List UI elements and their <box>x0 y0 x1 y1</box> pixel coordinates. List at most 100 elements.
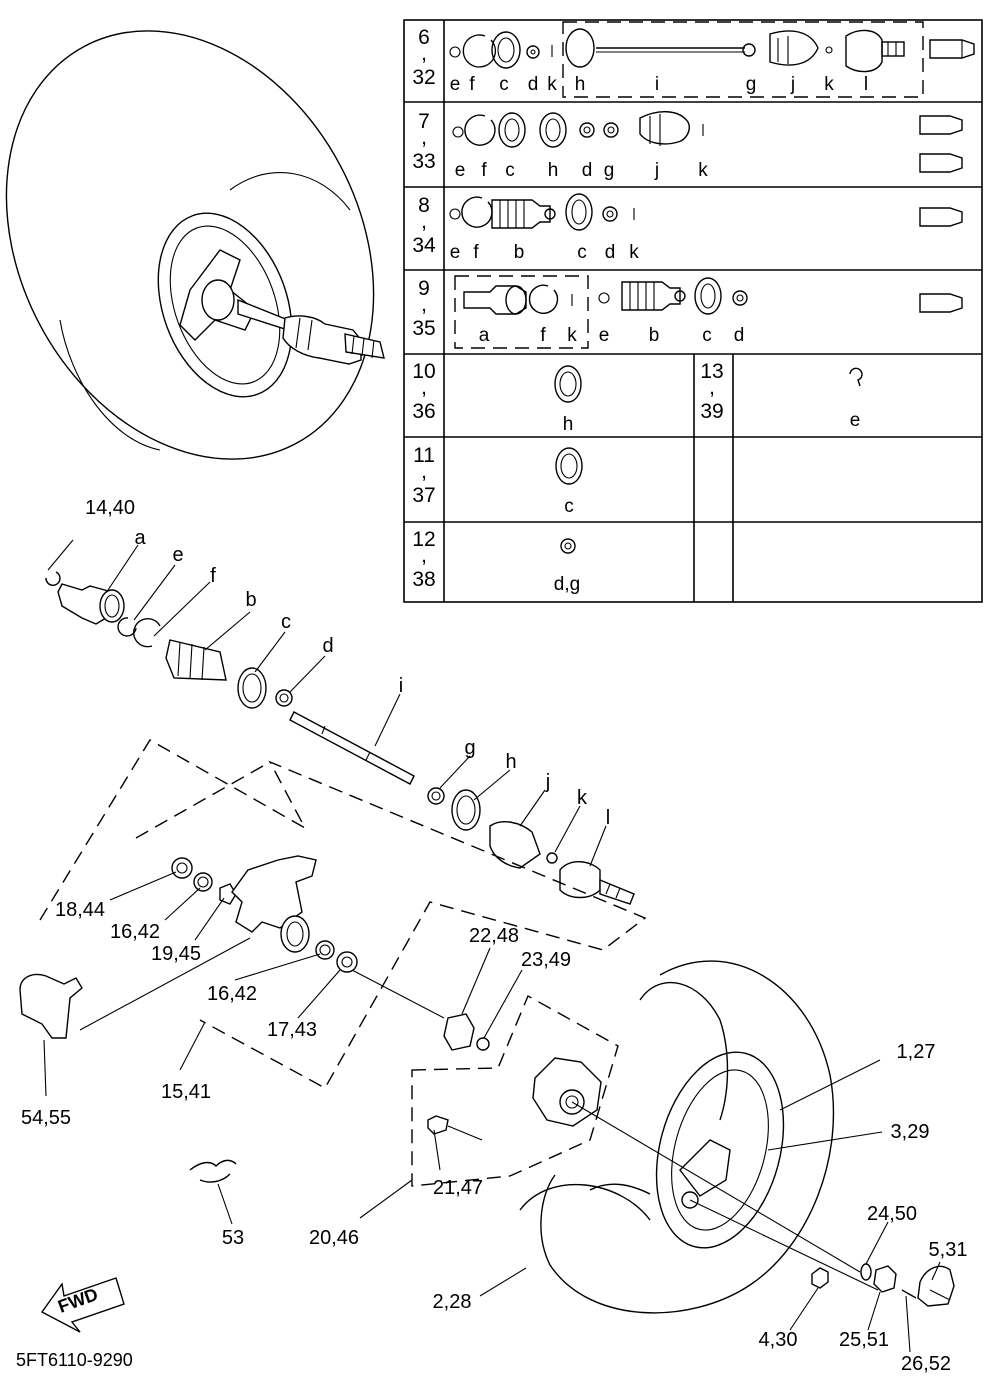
callout-16-42-b: 16,42 <box>207 983 257 1005</box>
callout-14-40: 14,40 <box>85 497 135 519</box>
svg-text:d: d <box>734 325 745 346</box>
callout-21-47: 21,47 <box>433 1177 483 1199</box>
svg-text:j: j <box>654 160 659 181</box>
part-23-49-oring <box>476 1037 490 1051</box>
callout-15-41: 15,41 <box>161 1081 211 1103</box>
diagram-code: 5FT6110-9290 <box>16 1350 133 1370</box>
svg-text:,: , <box>421 126 427 149</box>
part-b-boot <box>165 639 227 681</box>
svg-text:j: j <box>790 74 795 95</box>
callout-16-42-a: 16,42 <box>110 921 160 943</box>
callout-54-55: 54,55 <box>21 1107 71 1129</box>
svg-text:7: 7 <box>418 110 430 133</box>
part-d-band <box>275 689 293 707</box>
callout-25-51: 25,51 <box>839 1329 889 1351</box>
svg-text:b: b <box>649 325 660 346</box>
part-53-clip <box>189 1159 237 1225</box>
svg-text:c: c <box>499 74 509 95</box>
callout-3-29: 3,29 <box>891 1121 930 1143</box>
svg-text:c: c <box>564 496 574 517</box>
part-l-inner-joint <box>559 861 601 899</box>
part-14-40-circlip <box>45 571 61 586</box>
svg-text:h: h <box>575 74 586 95</box>
svg-text:34: 34 <box>412 234 436 257</box>
part-4-30-nut <box>811 1267 829 1289</box>
kit-row-8-34: 8 , 34 e f b c d k <box>412 193 963 263</box>
svg-text:g: g <box>604 160 615 181</box>
svg-text:,: , <box>421 210 427 233</box>
svg-text:e: e <box>450 242 461 263</box>
callout-19-45: 19,45 <box>151 943 201 965</box>
callout-d: d <box>322 635 333 657</box>
svg-text:10: 10 <box>412 360 435 383</box>
svg-text:l: l <box>864 74 868 95</box>
kit-table: 6 , 32 e f c d k h i <box>403 19 983 603</box>
svg-text:,: , <box>421 460 427 483</box>
kit-row-11-37: 11 , 37 c <box>412 444 583 517</box>
part-18-44-seal <box>171 857 193 879</box>
svg-text:d: d <box>528 74 539 95</box>
callout-23-49: 23,49 <box>521 949 571 971</box>
svg-text:12: 12 <box>412 528 435 551</box>
svg-text:k: k <box>629 242 639 263</box>
kit-row-7-33: 7 , 33 e f c h d g j k <box>412 110 963 181</box>
svg-text:k: k <box>824 74 834 95</box>
callout-c: c <box>281 611 291 633</box>
svg-text:c: c <box>702 325 712 346</box>
part-24-50-washer <box>860 1263 872 1281</box>
svg-text:a: a <box>479 325 490 346</box>
kit-row-9-35: 9 , 35 a f k e b c d <box>412 275 963 349</box>
svg-text:i: i <box>655 74 659 95</box>
svg-text:13: 13 <box>700 360 723 383</box>
callout-i: i <box>399 675 403 697</box>
callout-24-50: 24,50 <box>867 1203 917 1225</box>
svg-text:37: 37 <box>412 484 435 507</box>
knuckle-group <box>19 739 647 1097</box>
callout-17-43: 17,43 <box>267 1019 317 1041</box>
svg-text:k: k <box>567 325 577 346</box>
part-26-52-pin <box>901 1289 917 1299</box>
svg-text:e: e <box>599 325 610 346</box>
wheel-and-tire <box>479 960 955 1353</box>
part-25-51-nut <box>873 1265 897 1293</box>
fwd-arrow: FWD <box>40 1277 125 1333</box>
svg-text:39: 39 <box>700 400 723 423</box>
part-f-ring <box>133 617 161 648</box>
part-22-48-collar <box>443 1013 475 1051</box>
callout-22-48: 22,48 <box>469 925 519 947</box>
part-16-42-bearing-2 <box>315 940 335 960</box>
svg-text:,: , <box>421 376 427 399</box>
part-h-band <box>451 789 481 831</box>
callout-2-28: 2,28 <box>433 1291 472 1313</box>
callout-1-27: 1,27 <box>897 1041 936 1063</box>
part-16-42-bearing <box>193 872 213 892</box>
svg-text:e: e <box>850 410 861 431</box>
part-j-boot <box>489 821 541 869</box>
callout-5-31: 5,31 <box>929 1239 968 1261</box>
svg-text:c: c <box>577 242 587 263</box>
svg-text:36: 36 <box>412 400 435 423</box>
callout-b: b <box>245 589 256 611</box>
part-17-43-seal <box>336 951 358 973</box>
part-g-band <box>427 787 445 805</box>
callout-18-44: 18,44 <box>55 899 105 921</box>
svg-text:c: c <box>505 160 515 181</box>
svg-text:,: , <box>421 293 427 316</box>
part-i-shaft <box>289 711 415 785</box>
svg-text:8: 8 <box>418 194 430 217</box>
svg-text:,: , <box>421 544 427 567</box>
svg-text:d: d <box>605 242 616 263</box>
callout-f: f <box>210 565 216 587</box>
part-c-band <box>237 667 267 709</box>
kit-row-10-36: 10 , 36 h 13 , 39 e <box>412 360 863 435</box>
svg-text:f: f <box>481 160 487 181</box>
svg-text:h: h <box>548 160 559 181</box>
svg-text:k: k <box>698 160 708 181</box>
callout-h: h <box>505 751 516 773</box>
svg-text:e: e <box>450 74 461 95</box>
callout-53: 53 <box>222 1227 244 1249</box>
svg-text:,: , <box>709 376 715 399</box>
exploded-drive-shaft <box>45 539 635 905</box>
callout-k: k <box>577 787 588 809</box>
